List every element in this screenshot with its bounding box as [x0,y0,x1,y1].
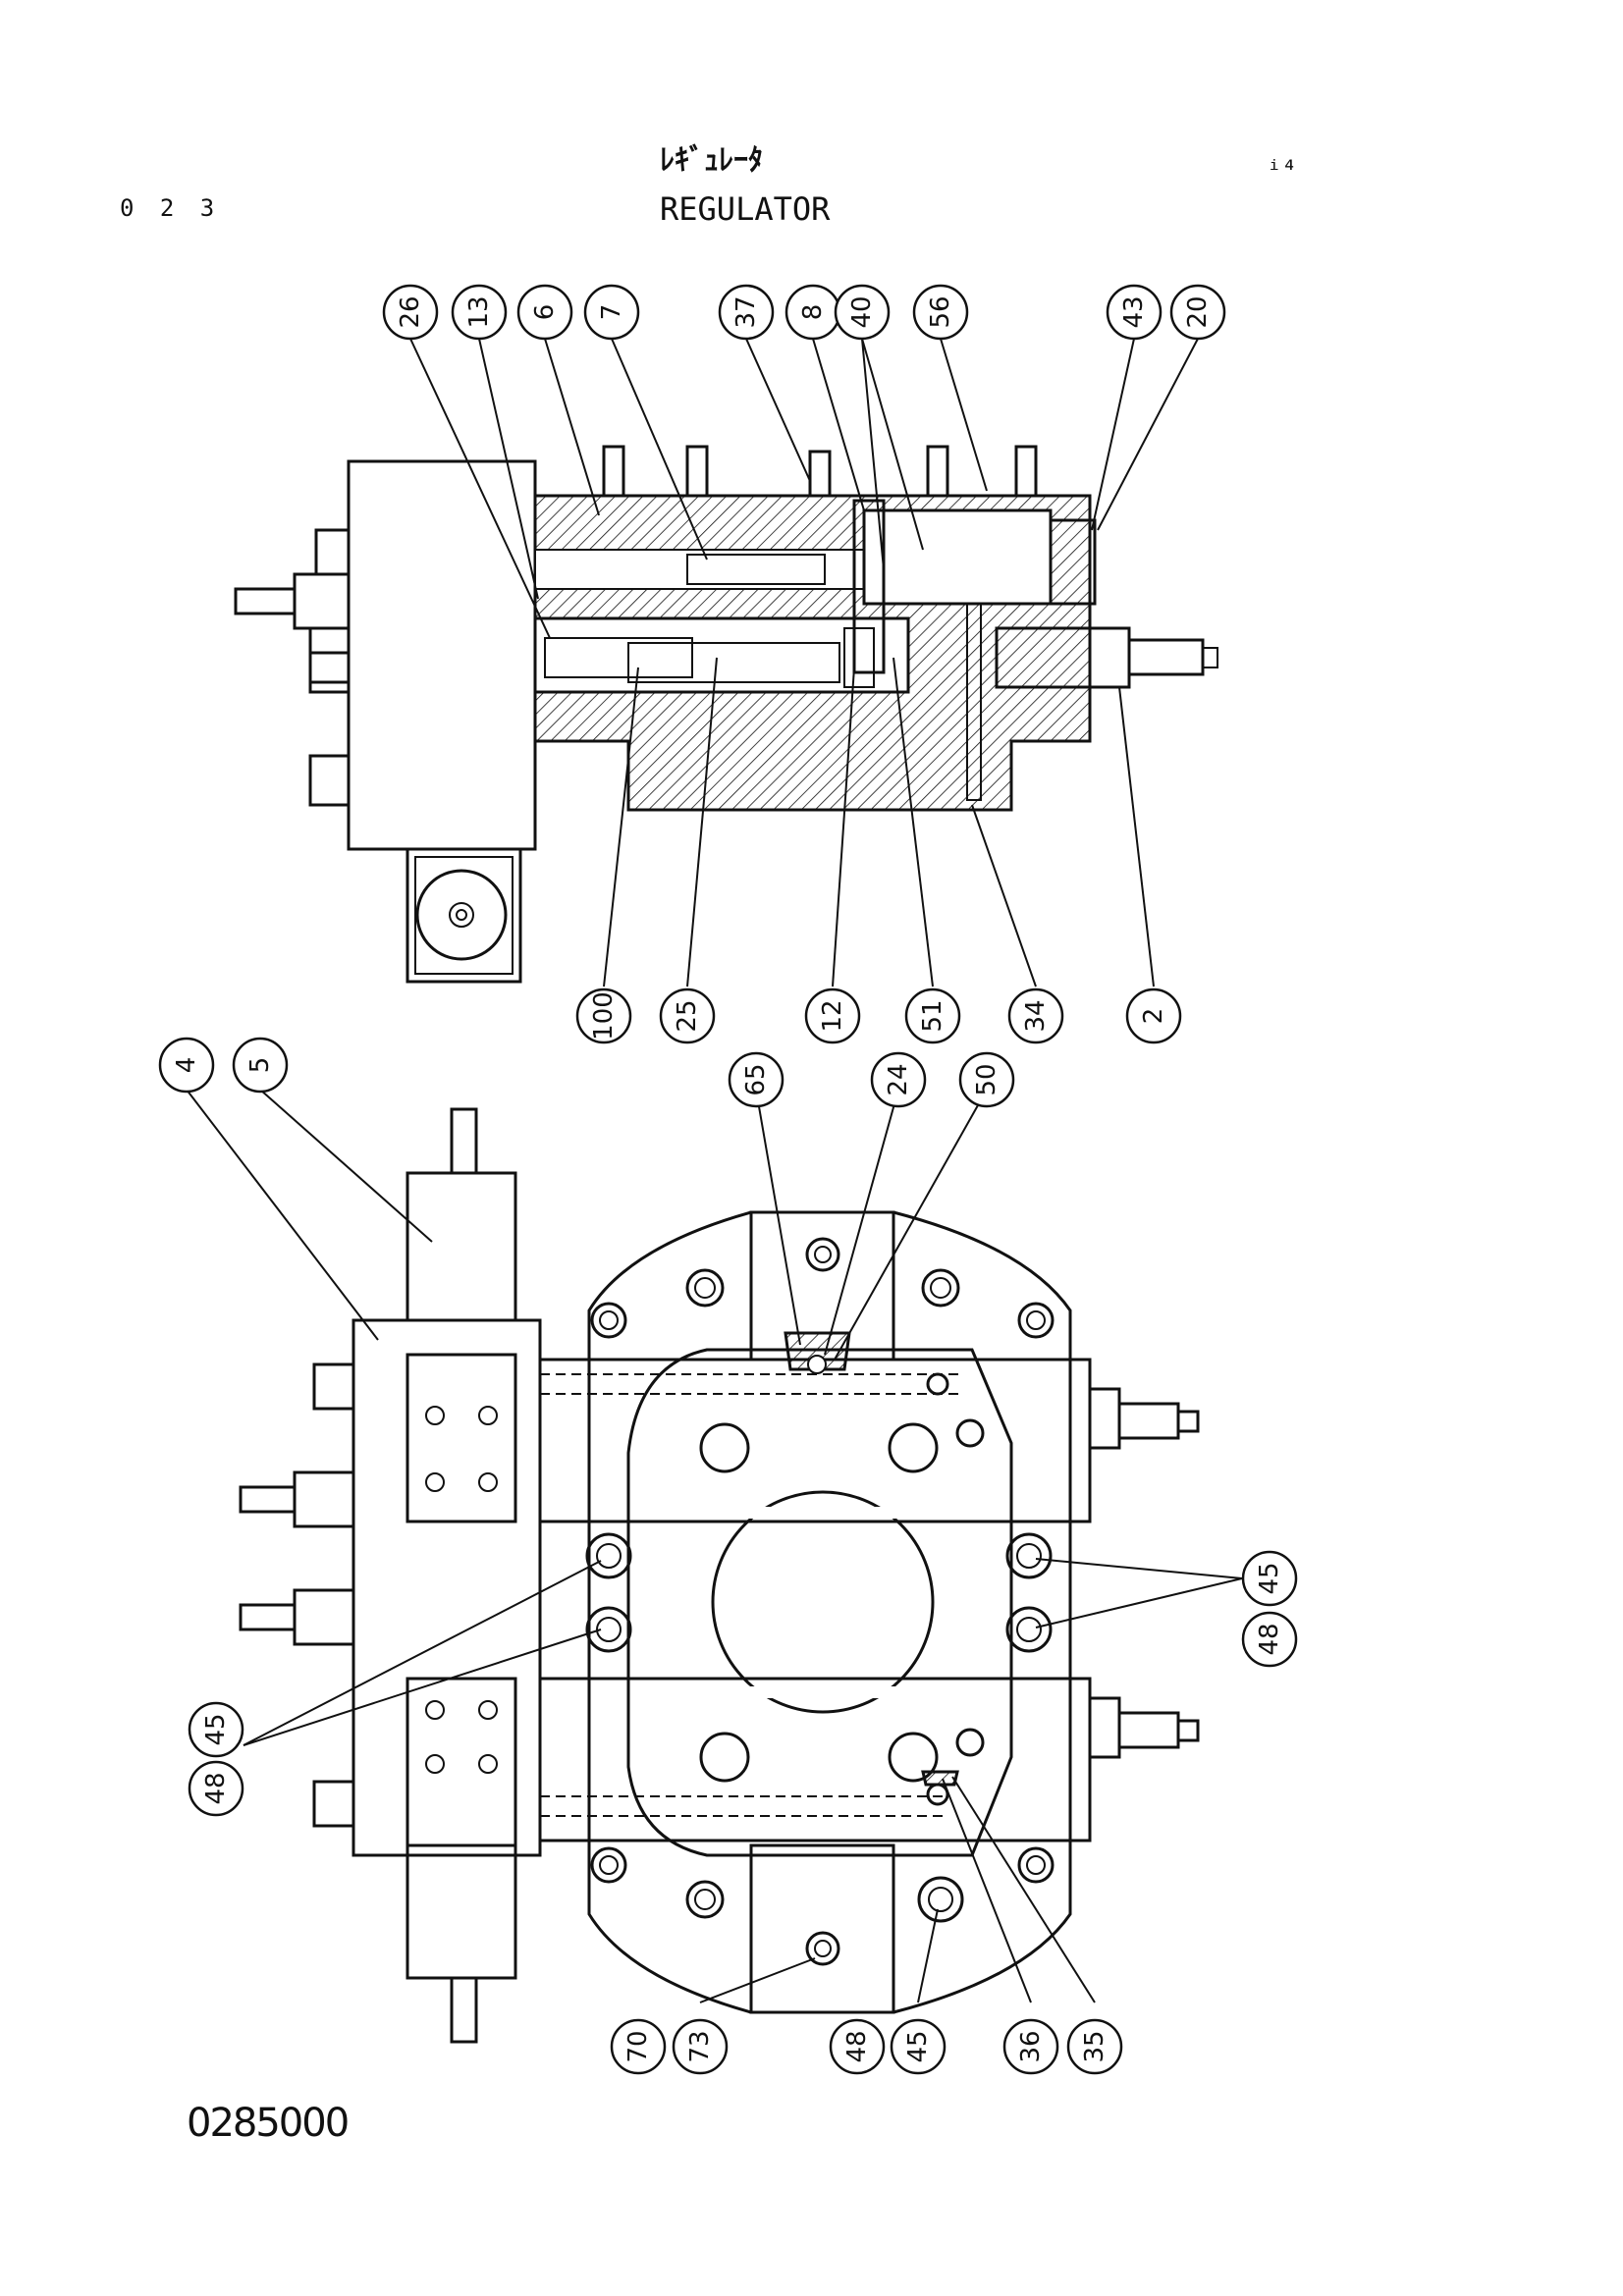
plug-65 [784,1331,851,1371]
svg-text:20: 20 [1183,295,1213,328]
callout-48-bottom: 48 [829,2018,886,2075]
svg-text:51: 51 [918,999,947,1032]
svg-text:48: 48 [842,2030,872,2062]
piston-25 [627,642,840,683]
svg-text:56: 56 [926,295,955,328]
callout-45-left: 45 [188,1701,244,1758]
drawing-number: 0285000 [187,2101,350,2146]
corner-mark: ᵢ₄ [1267,147,1298,177]
svg-text:26: 26 [396,295,425,328]
callout-2: 2 [1125,988,1182,1044]
svg-text:48: 48 [1255,1623,1284,1655]
callout-48-left: 48 [188,1760,244,1817]
svg-text:48: 48 [201,1772,231,1804]
svg-text:12: 12 [818,999,847,1032]
spring-56 [862,508,1053,606]
callout-35: 35 [1066,2018,1123,2075]
rod-34 [966,603,982,801]
upper-channel [538,1358,1092,1523]
plan-view [239,1107,1200,2044]
callout-4: 4 [158,1037,215,1094]
section-view [234,445,1218,984]
end-plug [1049,518,1097,606]
callout-36: 36 [1002,2018,1059,2075]
callout-56: 56 [912,284,969,341]
callout-65: 65 [728,1051,784,1108]
svg-text:45: 45 [903,2030,933,2062]
center-plate [626,1348,1013,1857]
svg-text:70: 70 [623,2030,653,2062]
callout-50: 50 [958,1051,1015,1108]
page-number: 0 2 3 [120,194,221,222]
end-block [347,459,537,851]
svg-text:4: 4 [172,1057,201,1074]
svg-text:73: 73 [685,2030,715,2062]
piston-bore [533,616,910,694]
solenoid-box [406,847,522,984]
svg-text:36: 36 [1016,2030,1046,2062]
lever-8 [852,499,886,674]
svg-text:45: 45 [201,1713,231,1745]
svg-text:24: 24 [884,1063,913,1095]
callout-7: 7 [583,284,640,341]
top-bolt [602,445,625,498]
svg-text:13: 13 [464,295,494,328]
callouts-upper: 26 13 6 7 37 8 40 56 43 20 100 25 12 51 … [382,284,1226,1044]
svg-text:2: 2 [1139,1008,1168,1025]
callout-37: 37 [718,284,775,341]
callout-48-right: 48 [1241,1611,1298,1668]
svg-text:35: 35 [1080,2030,1109,2062]
leader-lines [186,338,1243,2003]
callout-5: 5 [232,1037,289,1094]
callout-45-right: 45 [1241,1550,1298,1607]
callout-25: 25 [659,988,716,1044]
svg-text:40: 40 [847,295,877,328]
title-english: REGULATOR [660,190,831,228]
bolt-holes [585,1237,1055,1966]
svg-text:7: 7 [597,304,626,321]
svg-text:25: 25 [673,999,702,1032]
svg-text:8: 8 [798,304,828,321]
callouts-lower: 4 5 65 24 50 45 48 45 48 70 73 48 45 36 … [158,1037,1298,2075]
center-bore [711,1490,935,1714]
callout-51: 51 [904,988,961,1044]
flange-body [587,1210,1072,2014]
svg-text:65: 65 [741,1063,771,1095]
callout-12: 12 [804,988,861,1044]
callout-34: 34 [1007,988,1064,1044]
svg-text:45: 45 [1255,1562,1284,1594]
callout-13: 13 [451,284,508,341]
callout-26: 26 [382,284,439,341]
valve-block [352,1318,542,1857]
svg-text:100: 100 [589,991,619,1041]
callout-73: 73 [672,2018,729,2075]
spring-7 [686,554,826,585]
callout-20: 20 [1169,284,1226,341]
svg-text:50: 50 [972,1063,1001,1095]
callout-43: 43 [1106,284,1163,341]
solenoid-5 [406,1171,517,1322]
solenoid-circle [415,869,508,961]
callout-24: 24 [870,1051,927,1108]
callout-70: 70 [610,2018,667,2075]
svg-text:6: 6 [530,304,560,321]
svg-text:43: 43 [1119,295,1149,328]
callout-45-bottom: 45 [890,2018,947,2075]
svg-text:37: 37 [731,295,761,328]
callout-40: 40 [834,284,891,341]
spool-12 [843,627,875,688]
title-japanese: ﾚｷﾞｭﾚｰﾀ [660,143,763,178]
svg-text:5: 5 [245,1057,275,1074]
callout-6: 6 [516,284,573,341]
svg-text:34: 34 [1021,999,1051,1032]
plug-35 [921,1770,959,1787]
callout-8: 8 [784,284,841,341]
callout-100: 100 [575,988,632,1044]
valve-block-screws [425,1406,498,1774]
